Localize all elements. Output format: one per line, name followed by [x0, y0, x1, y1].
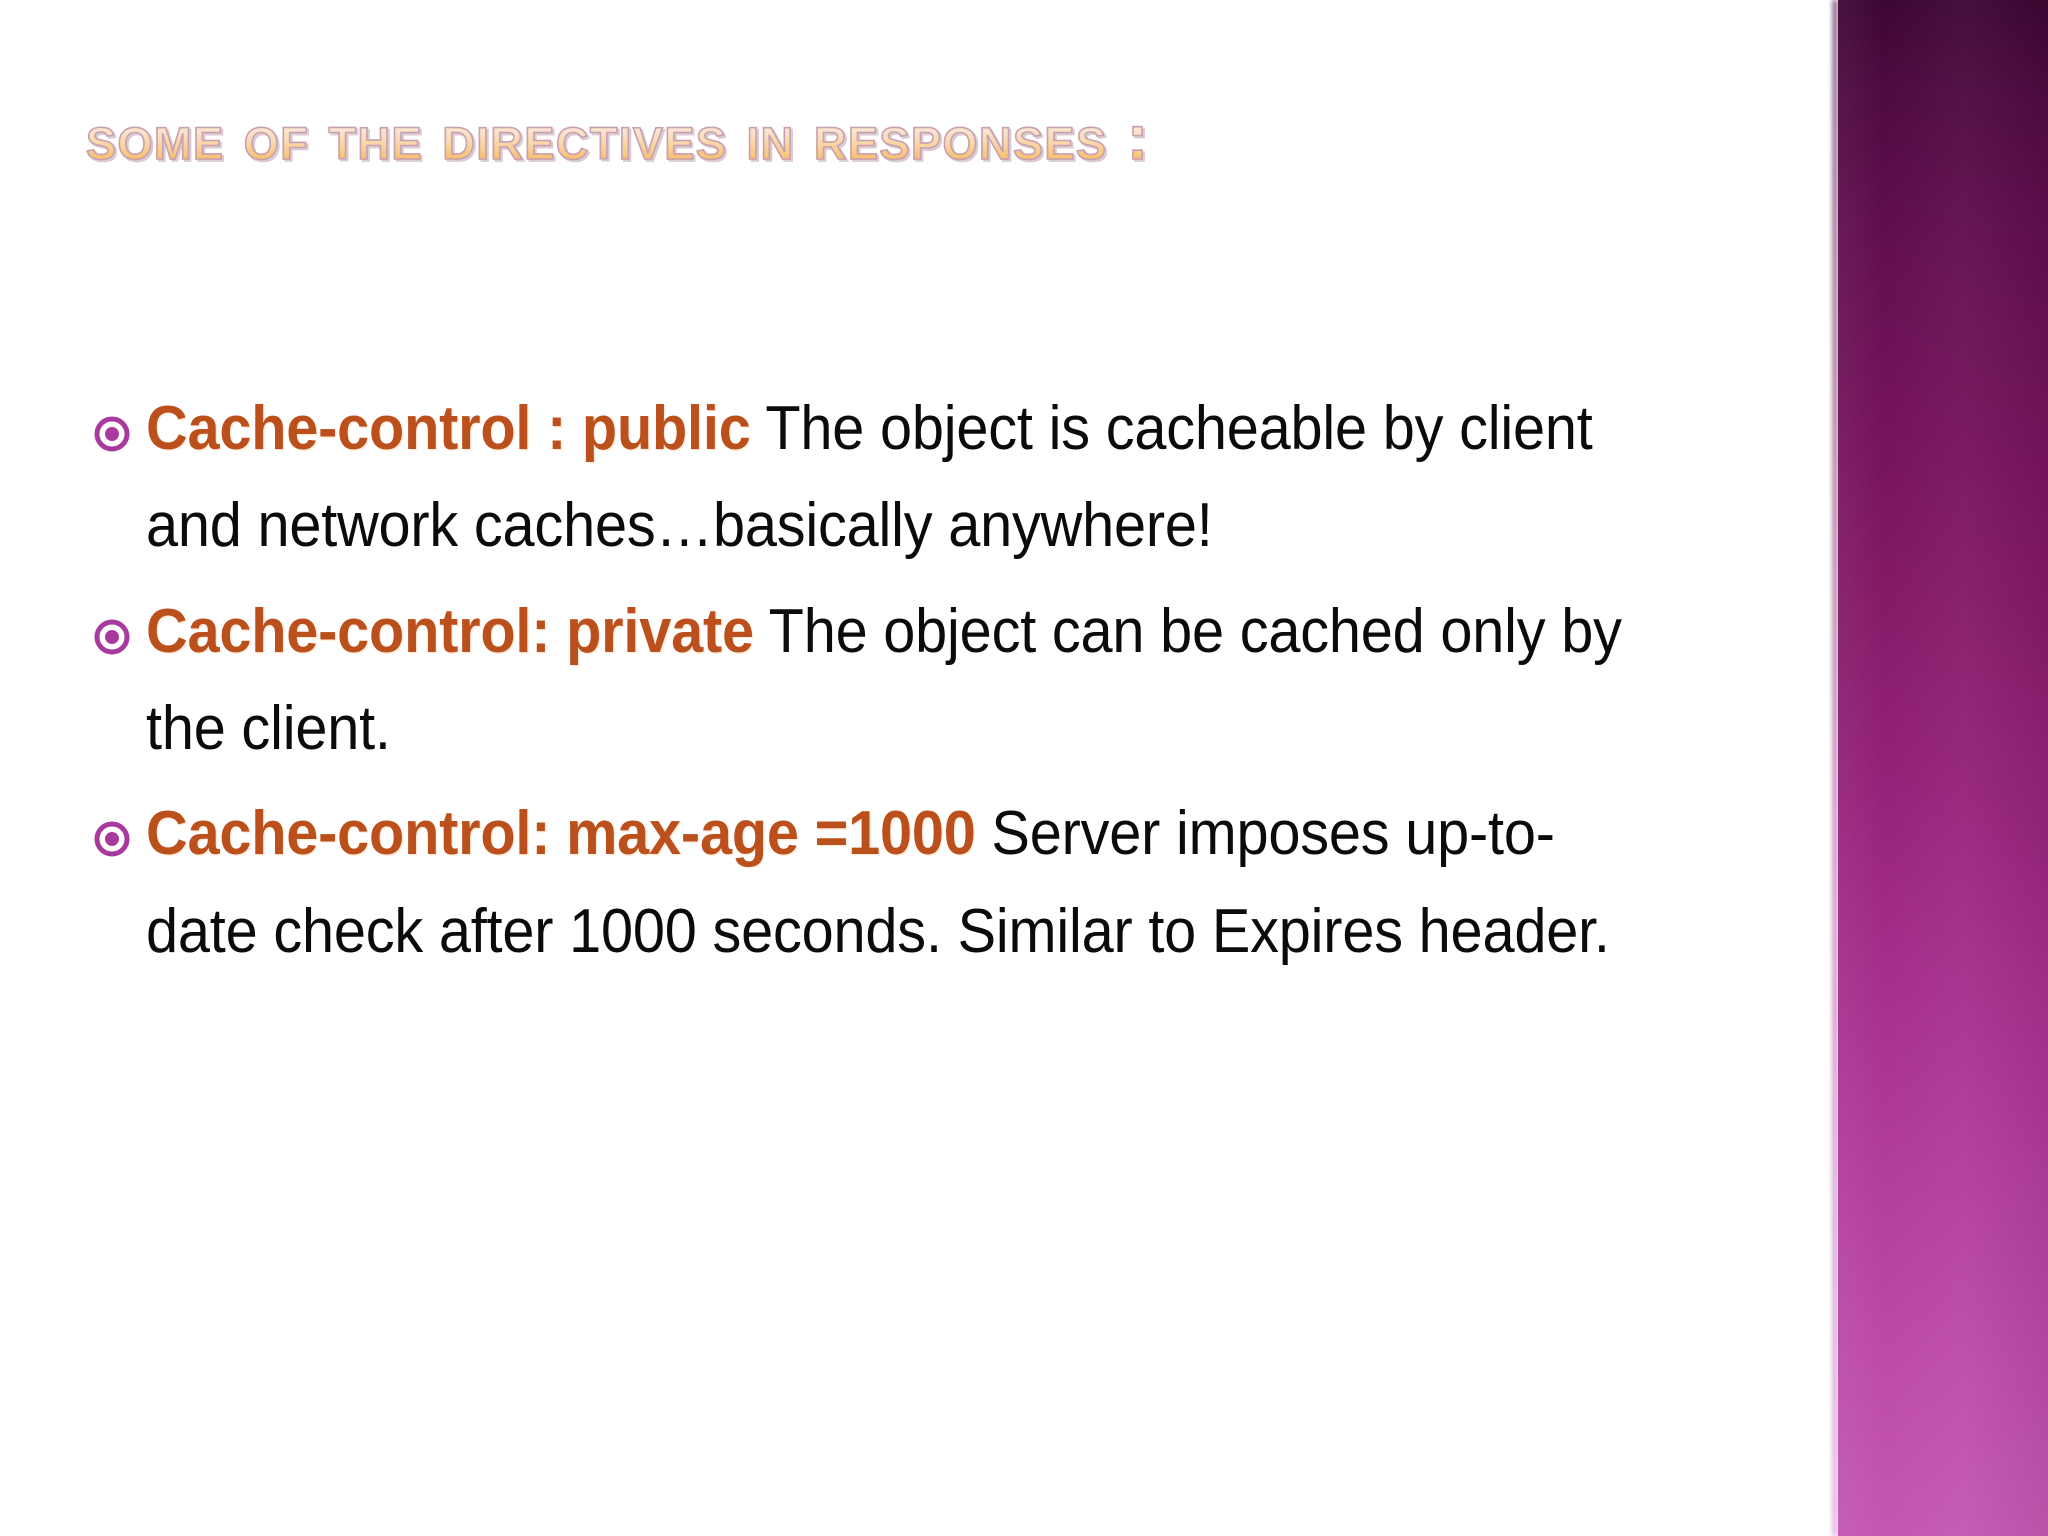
- slide-title: Some of the directives in Responses :: [85, 103, 1726, 172]
- directive-name: Cache-control: private: [146, 596, 754, 666]
- bullet-list: Cache-control : public The object is cac…: [92, 380, 1752, 988]
- directive-name: Cache-control : public: [146, 394, 751, 463]
- list-item[interactable]: Cache-control : public The object is cac…: [92, 380, 1752, 575]
- list-item[interactable]: Cache-control: private The object can be…: [92, 583, 1752, 778]
- directive-name: Cache-control: max-age =1000: [146, 799, 976, 869]
- list-item-text: Cache-control: max-age =1000 Server impo…: [146, 785, 1640, 980]
- list-item-text: Cache-control : public The object is cac…: [146, 380, 1640, 575]
- directive-description: Server imposes up-to-date check after 10…: [146, 799, 1610, 966]
- target-ring-bullet-icon: [92, 785, 146, 859]
- decorative-band-edge-shadow: [1832, 0, 1838, 1536]
- target-ring-bullet-icon: [92, 380, 146, 454]
- list-item[interactable]: Cache-control: max-age =1000 Server impo…: [92, 785, 1752, 980]
- decorative-purple-band: [1838, 0, 2048, 1536]
- directive-description: The object is cacheable by client and ne…: [146, 394, 1593, 561]
- list-item-text: Cache-control: private The object can be…: [146, 583, 1640, 778]
- directive-description: The object can be cached only by the cli…: [146, 596, 1622, 763]
- target-ring-bullet-icon: [92, 583, 146, 657]
